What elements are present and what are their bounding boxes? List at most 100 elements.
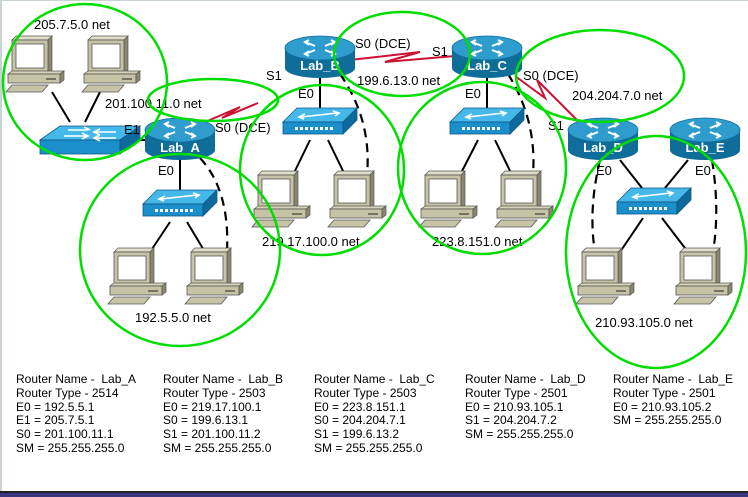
interface-address: S1 = 204.204.7.2 (465, 413, 557, 428)
router-name: Router Name - Lab_C (314, 372, 435, 386)
subnet-mask: SM = 255.255.255.0 (16, 440, 125, 455)
interface-address: E1 = 205.7.5.1 (16, 413, 95, 428)
link-lab-d-switch (619, 159, 643, 189)
interface-address: E0 = 210.93.105.1 (465, 399, 564, 414)
interface-address: S0 = 199.6.13.1 (163, 413, 249, 428)
bottom-border (0, 491, 748, 493)
pc-icon (81, 35, 141, 93)
router-name: Router Name - Lab_A (16, 372, 137, 386)
network-circle (146, 77, 280, 123)
pc-icon (5, 35, 65, 93)
interface-label: E0 (596, 163, 612, 178)
console-cable (507, 73, 535, 176)
network-label: 210.93.105.0 net (595, 315, 693, 330)
interface-label: S1 (432, 44, 448, 59)
interface-label: E1 (124, 122, 140, 137)
router-info-lab-a: Router Name - Lab_A Router Type - 2514 E… (16, 372, 137, 456)
link-lab-e-switch (664, 159, 689, 189)
link-pc-switch (51, 91, 71, 123)
interface-address: E0 = 192.5.5.1 (16, 399, 95, 414)
router-lab-d[interactable]: Lab_D (567, 117, 639, 161)
switch-icon (282, 107, 358, 135)
interface-address: E0 = 219.17.100.1 (163, 399, 262, 414)
pc-icon (575, 247, 635, 305)
interface-label: E0 (298, 86, 314, 101)
subnet-mask: SM = 255.255.255.0 (314, 440, 423, 455)
interface-label: S1 (266, 68, 282, 83)
network-circle (238, 83, 406, 257)
subnet-mask: SM = 255.255.255.0 (163, 440, 272, 455)
interface-address: E0 = 223.8.151.1 (314, 399, 406, 414)
router-type: Router Type - 2501 (465, 385, 568, 400)
subnet-mask: SM = 255.255.255.0 (613, 413, 722, 428)
bottom-accent-bar (0, 493, 748, 497)
link-switch-pc (327, 139, 346, 176)
interface-label: S0 (DCE) (215, 120, 271, 135)
pc-icon (418, 170, 478, 228)
serial-link-b-c (349, 51, 456, 63)
switch-icon (449, 107, 525, 135)
link-pc-switch (84, 91, 101, 123)
interface-address: S0 = 204.204.7.1 (314, 413, 406, 428)
router-label: Lab_B (300, 58, 340, 73)
console-cable (591, 159, 602, 253)
link-switch-pc (459, 139, 479, 176)
network-label: 199.6.13.0 net (357, 73, 441, 88)
network-label: 223.8.151.0 net (432, 234, 523, 249)
console-cable (339, 73, 369, 176)
pc-icon (107, 247, 167, 305)
interface-address: S0 = 201.100.11.1 (16, 427, 114, 442)
network-label: 204.204.7.0 net (572, 88, 663, 103)
subnet-mask: SM = 255.255.255.0 (465, 427, 574, 442)
pc-icon (184, 247, 244, 305)
interface-label: E0 (158, 163, 174, 178)
serial-link-c-d (514, 75, 578, 121)
router-lab-e[interactable]: Lab_E (669, 117, 741, 161)
link-switch-pc (619, 217, 644, 253)
network-diagram: Lab_A Lab_B Lab_C Lab_D Lab_E E1 E0 S0 (… (1, 2, 748, 370)
link-switch-pc (661, 217, 689, 253)
switch-icon (142, 189, 218, 217)
router-label: Lab_C (467, 58, 507, 73)
router-type: Router Type - 2503 (314, 385, 417, 400)
console-cable (710, 159, 718, 253)
pc-icon (494, 170, 554, 228)
network-circle (332, 10, 472, 98)
interface-label: S0 (DCE) (355, 36, 411, 51)
console-cable (199, 157, 229, 253)
router-lab-c[interactable]: Lab_C (451, 35, 523, 79)
network-circle (396, 80, 568, 256)
link-switch-pc (186, 221, 206, 253)
link-switch-pc (292, 139, 311, 176)
switch-icon (616, 187, 692, 215)
router-name: Router Name - Lab_D (465, 372, 586, 386)
network-label: 192.5.5.0 net (135, 310, 211, 325)
network-circle (1, 2, 169, 162)
network-circle (514, 28, 686, 124)
network-circle (78, 152, 282, 348)
interface-label: E0 (695, 163, 711, 178)
network-label: 201.100.11.0 net (105, 96, 202, 111)
router-name: Router Name - Lab_E (613, 372, 734, 386)
router-type: Router Type - 2514 (16, 385, 119, 400)
network-circle (564, 134, 748, 370)
pc-icon (251, 170, 311, 228)
interface-address: E0 = 210.93.105.2 (613, 399, 712, 414)
link-switch-pc (494, 139, 513, 176)
link-switch-pc (149, 221, 171, 253)
router-type: Router Type - 2503 (163, 385, 266, 400)
interface-label: S0 (DCE) (523, 68, 579, 83)
interface-label: E0 (465, 86, 481, 101)
pc-icon (673, 247, 733, 305)
router-lab-a[interactable]: Lab_A (144, 117, 216, 161)
pc-icon (327, 170, 387, 228)
router-type: Router Type - 2501 (613, 385, 716, 400)
router-lab-b[interactable]: Lab_B (284, 35, 356, 79)
router-info-lab-e: Router Name - Lab_E Router Type - 2501 E… (613, 372, 734, 428)
router-info-lab-b: Router Name - Lab_B Router Type - 2503 E… (163, 372, 284, 456)
router-name: Router Name - Lab_B (163, 372, 284, 386)
serial-link-a-b (204, 102, 259, 123)
router-info-lab-d: Router Name - Lab_D Router Type - 2501 E… (465, 372, 586, 442)
interface-address: S1 = 201.100.11.2 (163, 427, 261, 442)
